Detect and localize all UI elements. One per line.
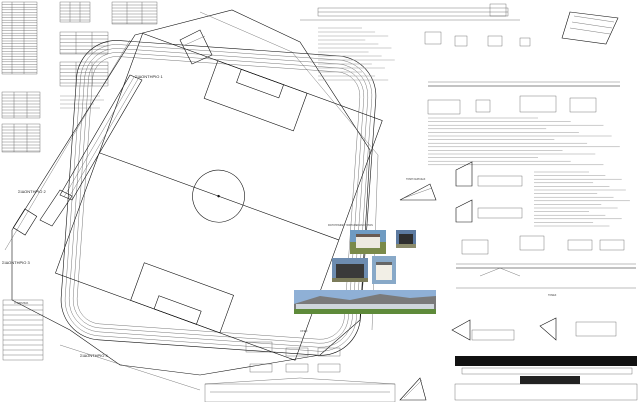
side-label-4: ΣΙΔΟΝΤΗΡΙΟ 4 <box>80 353 109 358</box>
building-west <box>12 208 38 236</box>
site-plan: ΣΙΔΟΝΤΗΡΙΟ 1 ΣΙΔΟΝΤΗΡΙΟ 2 ΣΙΔΟΝΤΗΡΙΟ 3 Σ… <box>2 9 383 391</box>
spec-text-1 <box>318 27 395 81</box>
legend-title: ΥΠΟΜΝΗΜΑ <box>14 302 29 305</box>
photos-caption: ΦΩΤΟΓΡΑΦΙΕΣ ΥΦΙΣΤΑΜΕΝΩΝ ΚΤΙΡΙΩΝ <box>328 224 373 227</box>
table-2 <box>59 1 91 23</box>
stand-views-right: ΤΟΜΕΣ <box>451 294 617 341</box>
table-3 <box>111 1 158 25</box>
sections-title: ΤΟΜΕΣ <box>548 294 557 297</box>
table-5 <box>59 61 109 87</box>
spec-text-2 <box>428 117 620 166</box>
building-sketches <box>455 161 625 255</box>
spec-text-3 <box>534 171 630 227</box>
side-label-1: ΣΙΔΟΝΤΗΡΙΟ 1 <box>135 74 164 79</box>
table-1 <box>1 1 38 75</box>
svg-text:ΤΟΜΗ ΚΕΡΚΙΔΑΣ: ΤΟΜΗ ΚΕΡΚΙΔΑΣ <box>406 178 426 181</box>
table-7 <box>1 123 41 153</box>
table-6 <box>1 91 41 119</box>
elevation-bottom-2 <box>454 356 638 401</box>
elevation-bottom-1 <box>204 377 396 402</box>
long-section-1 <box>427 81 620 115</box>
detail-drawings: ΤΟΜΗ ΚΕΡΚΙΔΑΣ <box>204 3 638 402</box>
photo-building-2 <box>396 230 416 248</box>
long-section-2 <box>456 263 636 289</box>
data-tables-left <box>1 1 158 153</box>
side-label-2: ΣΙΔΟΝΤΗΡΙΟ 2 <box>18 189 47 194</box>
legend-box: ΥΠΟΜΝΗΜΑ <box>2 299 44 361</box>
side-label-3: ΣΙΔΟΝΤΗΡΙΟ 3 <box>2 260 31 265</box>
table-4 <box>59 31 109 55</box>
site-boundary <box>11 9 371 376</box>
views-title: ΟΨΕΙΣ <box>300 330 308 333</box>
notes-left <box>60 95 104 109</box>
stand-section: ΤΟΜΗ ΚΕΡΚΙΔΑΣ <box>399 178 437 201</box>
photo-building-3 <box>332 258 368 282</box>
stand-elevation <box>399 377 427 401</box>
views: ΟΨΕΙΣ <box>245 330 341 373</box>
photo-stadium-panorama <box>294 290 436 314</box>
photo-building-4 <box>372 256 396 284</box>
elevation-top <box>300 3 531 47</box>
photo-building-1 <box>350 230 386 254</box>
stand-perspective <box>561 11 619 45</box>
main-stand <box>39 29 213 227</box>
athletics-track <box>55 33 383 361</box>
